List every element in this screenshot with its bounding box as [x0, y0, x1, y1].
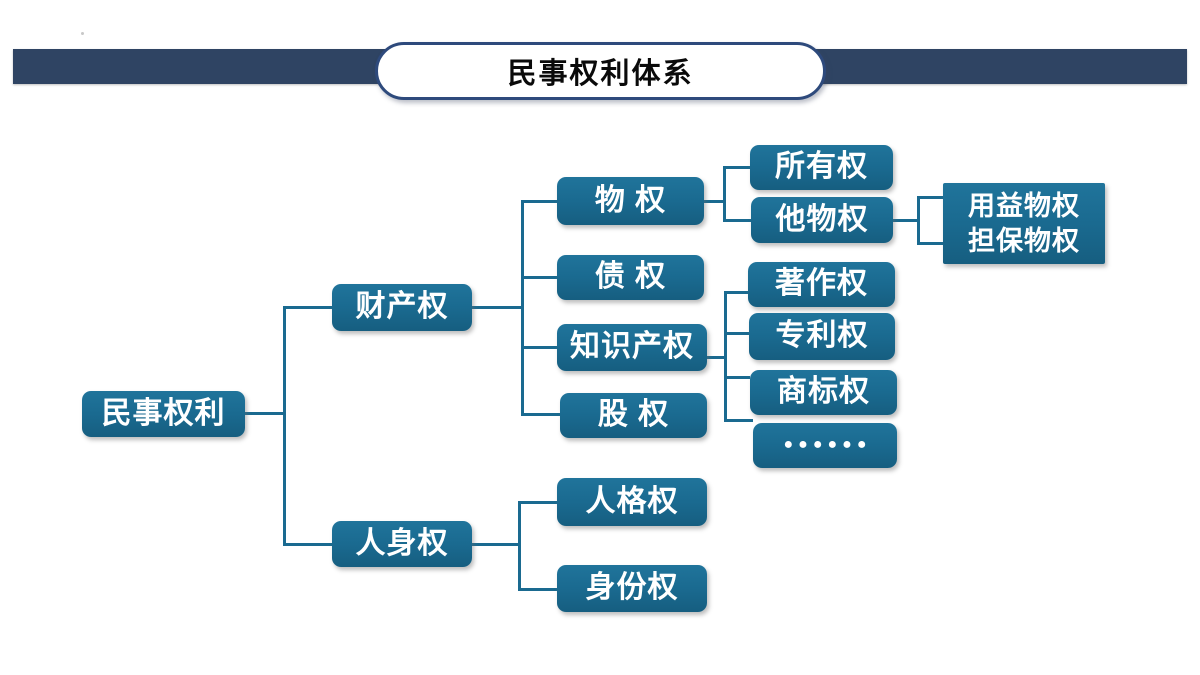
title-capsule: 民事权利体系 [375, 42, 826, 100]
node-minshiquanli: 民事权利 [82, 391, 245, 437]
node-ellipsis: ●●●●●● [753, 423, 897, 468]
connector-tawuquan-vertical [917, 196, 920, 245]
node-yongyi-danbao: 用益物权 担保物权 [943, 183, 1105, 264]
node-wuquan: 物 权 [557, 177, 704, 225]
connector-arm-guquan [524, 413, 560, 416]
connector-arm-zhuanliquan [727, 332, 749, 335]
connector-arm-shenfenquan [521, 588, 557, 591]
connector-wuquan-stub [704, 200, 723, 203]
connector-arm-zhaiquan [524, 276, 557, 279]
connector-arm-wuquan [524, 200, 557, 203]
connector-arm-yongyi-bottom [920, 242, 943, 245]
connector-arm-ellipsis [727, 419, 753, 422]
node-suoyouquan: 所有权 [750, 145, 893, 190]
connector-arm-zhishichanquan [524, 346, 557, 349]
connector-renshenquan-vertical [518, 501, 521, 591]
node-shenfenquan: 身份权 [557, 565, 707, 612]
connector-root-vertical [283, 306, 286, 546]
connector-root-stub [245, 412, 283, 415]
connector-zhishichanquan-vertical [724, 291, 727, 422]
connector-arm-zhuzuoquan [727, 291, 748, 294]
node-zhuzuoquan: 著作权 [748, 262, 895, 307]
node-renshenquan: 人身权 [332, 521, 472, 567]
connector-renshenquan-stub [472, 543, 518, 546]
node-zhishichanquan: 知识产权 [557, 324, 707, 371]
connector-arm-tawuquan [726, 219, 751, 222]
connector-wuquan-vertical [723, 166, 726, 222]
node-guquan: 股 权 [560, 393, 707, 438]
stray-mark [81, 32, 84, 35]
connector-arm-rengequan [521, 501, 557, 504]
node-zhaiquan: 债 权 [557, 255, 704, 300]
node-shangbiaoquan: 商标权 [750, 370, 897, 415]
page-title: 民事权利体系 [507, 58, 694, 90]
connector-arm-suoyouquan [726, 166, 750, 169]
connector-tawuquan-stub [893, 219, 917, 222]
connector-zhishichanquan-stub [707, 356, 724, 359]
node-zhuanliquan: 专利权 [749, 313, 895, 360]
connector-caichanquan-vertical [521, 200, 524, 416]
node-rengequan: 人格权 [557, 478, 707, 526]
connector-arm-renshenquan [286, 543, 332, 546]
connector-arm-yongyi-top [920, 196, 943, 199]
connector-caichanquan-stub [472, 306, 521, 309]
node-tawuquan: 他物权 [751, 197, 893, 243]
connector-arm-caichanquan [286, 306, 332, 309]
node-caichanquan: 财产权 [332, 284, 472, 331]
connector-arm-shangbiaoquan [727, 376, 750, 379]
